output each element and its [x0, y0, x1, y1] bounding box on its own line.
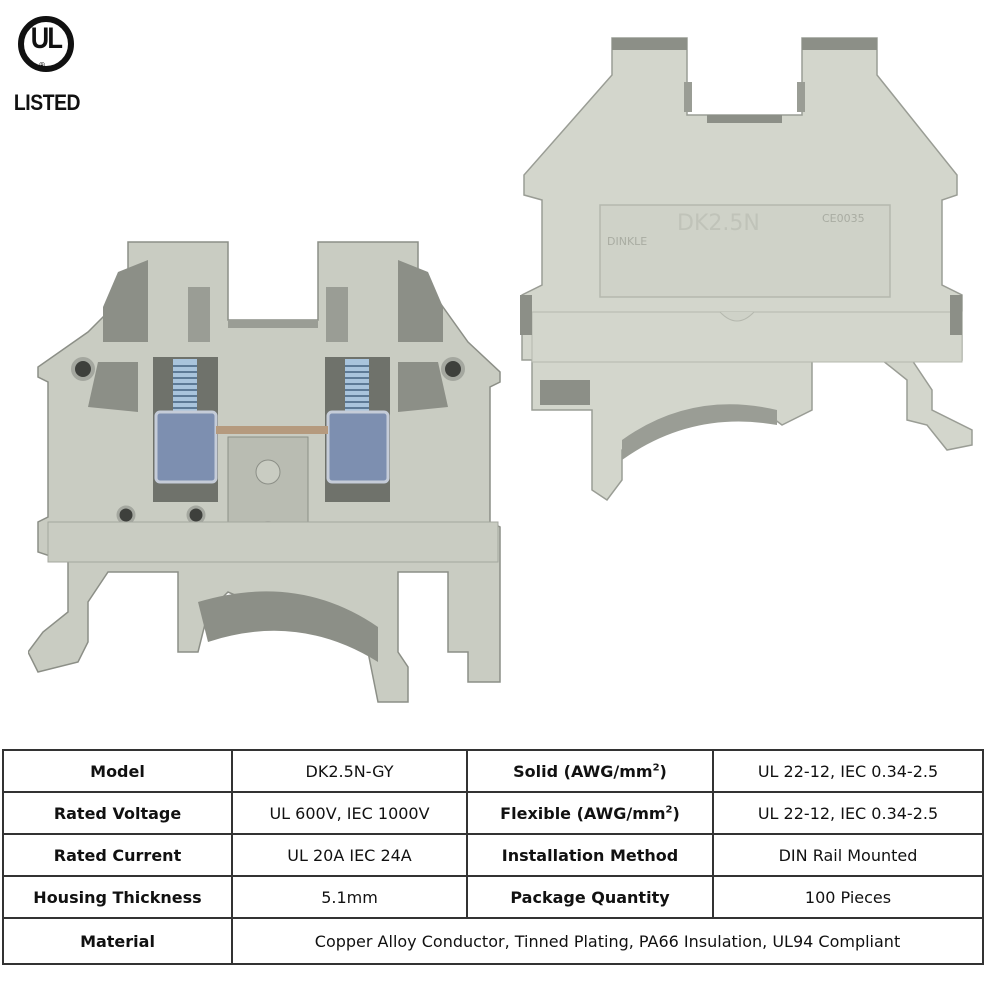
terminal-block-back-illustration: DINKLE DK2.5N CE0035	[520, 37, 973, 502]
ul-listed-caption: LISTED	[13, 90, 81, 115]
table-row: Rated Voltage UL 600V, IEC 1000V Flexibl…	[2, 791, 984, 835]
clamp-right	[326, 410, 390, 484]
marking-panel	[599, 204, 891, 298]
spec-value-flexible: UL 22-12, IEC 0.34-2.5	[712, 791, 984, 835]
product-image-back: DINKLE DK2.5N CE0035	[512, 30, 982, 505]
spec-value-material: Copper Alloy Conductor, Tinned Plating, …	[231, 917, 984, 965]
ul-listed-logo: UL ® LISTED	[8, 16, 86, 118]
brand-marking: DINKLE	[607, 235, 647, 248]
spec-label-rated-voltage: Rated Voltage	[2, 791, 233, 835]
spec-label-solid: Solid (AWG/mm2)	[466, 749, 714, 793]
spec-label-material: Material	[2, 917, 233, 965]
spec-label-rated-current: Rated Current	[2, 833, 233, 877]
copper-bridge	[216, 426, 328, 434]
spec-table: Model DK2.5N-GY Solid (AWG/mm2) UL 22-12…	[2, 749, 984, 965]
spec-value-rated-current: UL 20A IEC 24A	[231, 833, 468, 877]
spec-label-flexible: Flexible (AWG/mm2)	[466, 791, 714, 835]
spec-value-installation-method: DIN Rail Mounted	[712, 833, 984, 877]
spec-label-housing-thickness: Housing Thickness	[2, 875, 233, 919]
spec-value-package-quantity: 100 Pieces	[712, 875, 984, 919]
product-image-front	[28, 232, 508, 722]
ul-letters: UL	[30, 22, 63, 55]
spec-label-package-quantity: Package Quantity	[466, 875, 714, 919]
table-row: Rated Current UL 20A IEC 24A Installatio…	[2, 833, 984, 877]
ul-ring-icon	[18, 16, 74, 72]
spec-label-installation-method: Installation Method	[466, 833, 714, 877]
spec-value-solid: UL 22-12, IEC 0.34-2.5	[712, 749, 984, 793]
clamp-left	[154, 410, 218, 484]
screw-left-icon	[173, 359, 197, 414]
code-marking: CE0035	[822, 212, 865, 225]
spec-value-model: DK2.5N-GY	[231, 749, 468, 793]
table-row: Material Copper Alloy Conductor, Tinned …	[2, 917, 984, 965]
spec-label-model: Model	[2, 749, 233, 793]
spec-value-rated-voltage: UL 600V, IEC 1000V	[231, 791, 468, 835]
screw-right-icon	[345, 359, 369, 414]
model-marking: DK2.5N	[677, 211, 760, 236]
registered-mark-icon: ®	[38, 61, 46, 70]
table-row: Housing Thickness 5.1mm Package Quantity…	[2, 875, 984, 919]
terminal-block-front-illustration	[28, 241, 501, 703]
spec-value-housing-thickness: 5.1mm	[231, 875, 468, 919]
table-row: Model DK2.5N-GY Solid (AWG/mm2) UL 22-12…	[2, 749, 984, 793]
